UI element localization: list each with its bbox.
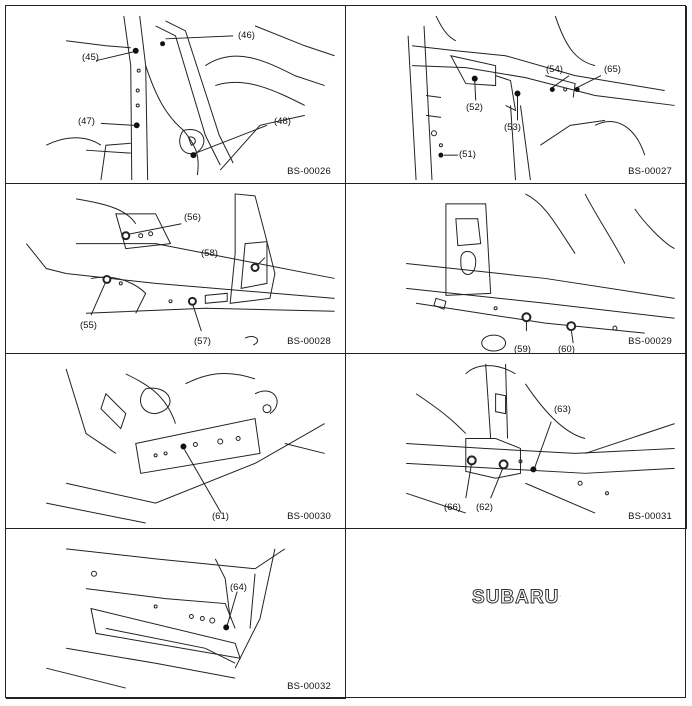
panel-bs-00032: (64) BS-00032 — [6, 529, 346, 699]
pillar-drawing-1 — [46, 15, 335, 181]
callout-65: (65) — [604, 64, 621, 75]
sill-drawing-1 — [25, 193, 335, 346]
callout-59: (59) — [514, 344, 531, 354]
callout-53: (53) — [504, 122, 521, 133]
callout-51: (51) — [459, 149, 476, 160]
callout-66: (66) — [444, 502, 461, 513]
panel-bs-00026: (45) (46) (47) (48) BS-00026 — [6, 6, 346, 184]
logo-panel: SUBARU. — [346, 529, 687, 699]
panel-bs-00027: (54) (65) (52) (53) (51) BS-00027 — [346, 6, 687, 184]
callout-46: (46) — [238, 30, 255, 41]
callout-57: (57) — [194, 336, 211, 347]
figure-code: BS-00030 — [287, 511, 331, 522]
callout-56: (56) — [184, 212, 201, 223]
callout-62: (62) — [476, 502, 493, 513]
panel-bs-00030: (61) BS-00030 — [6, 354, 346, 529]
diagram-sheet: (45) (46) (47) (48) BS-00026 — [5, 5, 687, 699]
figure-code: BS-00027 — [628, 166, 672, 177]
rocker-drawing-1 — [407, 15, 675, 181]
callout-48: (48) — [274, 116, 291, 127]
callout-54: (54) — [546, 64, 563, 75]
panel-drawing-3 — [46, 368, 325, 524]
callout-52: (52) — [466, 102, 483, 113]
figure-code: BS-00031 — [628, 511, 672, 522]
figure-code: BS-00032 — [287, 681, 331, 692]
panel-bs-00028: (56) (58) (55) (57) BS-00028 — [6, 184, 346, 354]
figure-code: BS-00026 — [287, 166, 331, 177]
logo-text: SUBARU — [472, 587, 560, 609]
panel-bs-00029: (59) (60) BS-00029 — [346, 184, 687, 354]
subaru-logo: SUBARU. — [346, 587, 687, 609]
callout-60: (60) — [558, 344, 575, 354]
logo-mark: . — [559, 592, 561, 599]
callout-47: (47) — [78, 116, 95, 127]
callout-61: (61) — [212, 511, 229, 522]
sill-drawing-2 — [406, 193, 675, 352]
callout-64: (64) — [230, 582, 247, 593]
callout-58: (58) — [201, 248, 218, 259]
panel-bs-00031: (63) (66) (62) BS-00031 — [346, 354, 687, 529]
callout-55: (55) — [80, 320, 97, 331]
panel-drawing-4 — [405, 363, 675, 514]
panel-drawing-5 — [46, 548, 286, 689]
callout-63: (63) — [554, 404, 571, 415]
figure-code: BS-00029 — [628, 336, 672, 347]
figure-code: BS-00028 — [287, 336, 331, 347]
callout-45: (45) — [82, 52, 99, 63]
